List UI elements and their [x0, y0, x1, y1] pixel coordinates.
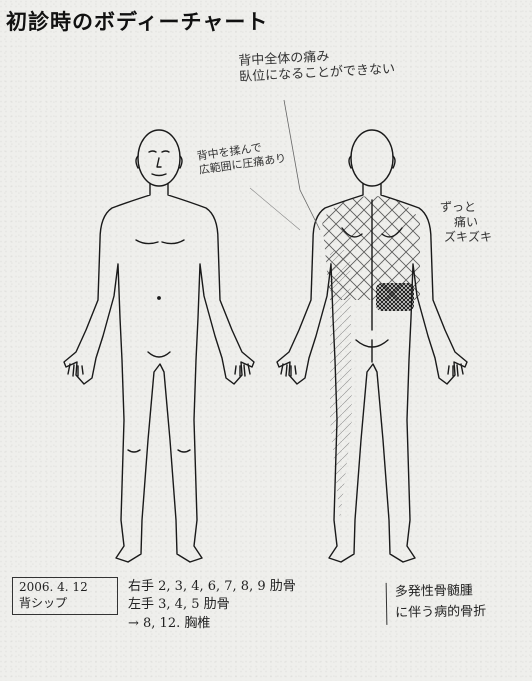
diagnosis-note: 多発性骨髄腫 に伴う病的骨折: [386, 581, 487, 624]
rib-findings: 右手 2, 3, 4, 6, 7, 8, 9 肋骨 左手 3, 4, 5 肋骨 …: [128, 578, 296, 633]
diagnosis-line-2: に伴う病的骨折: [395, 602, 486, 624]
note-throbbing-pain: ずっと 痛い ズキズキ: [440, 200, 530, 245]
note-right-line-2: 痛い: [440, 215, 530, 230]
record-date-label: 背シップ: [19, 596, 117, 612]
note-right-line-1: ずっと: [440, 200, 530, 215]
finding-left-ribs: 左手 3, 4, 5 肋骨: [128, 596, 296, 614]
record-date: 2006. 4. 12: [19, 580, 117, 596]
finding-right-ribs: 右手 2, 3, 4, 6, 7, 8, 9 肋骨: [128, 578, 296, 596]
note-right-line-3: ズキズキ: [440, 230, 530, 245]
diagnosis-line-1: 多発性骨髄腫: [395, 581, 486, 603]
body-back-icon: [250, 100, 467, 562]
date-box: 2006. 4. 12 背シップ: [12, 577, 118, 615]
finding-thoracic-spine: → 8, 12. 胸椎: [128, 615, 296, 633]
body-front-icon: [64, 130, 254, 562]
